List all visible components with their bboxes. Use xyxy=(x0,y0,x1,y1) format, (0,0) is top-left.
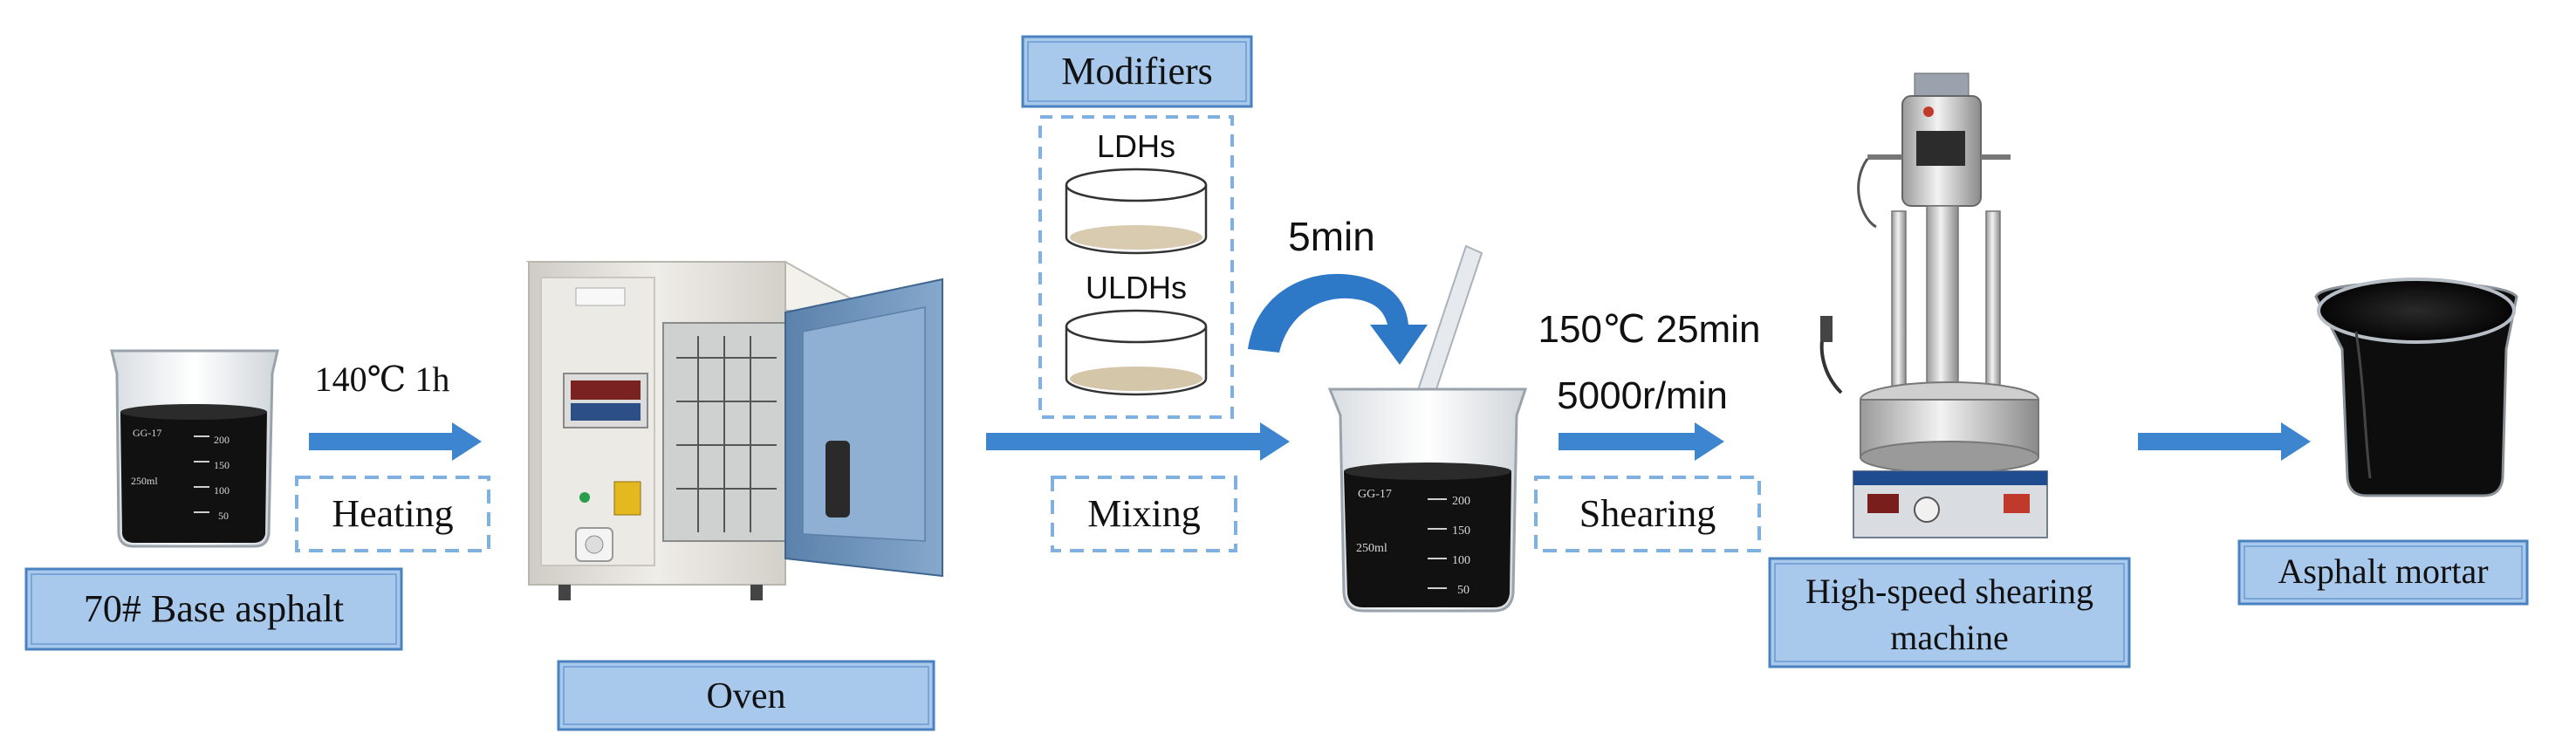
curved-arrow-icon xyxy=(1248,273,1428,365)
shearing-text: Shearing xyxy=(1579,492,1716,535)
mixing-label: Mixing xyxy=(1051,476,1237,552)
beaker-mark: 150 xyxy=(1452,524,1470,538)
shearing-machine-icon xyxy=(1819,72,2048,538)
heating-condition: 140℃ 1h xyxy=(315,360,450,399)
heating-arrow xyxy=(309,422,482,461)
beaker-volume: 250ml xyxy=(1356,542,1387,555)
shearing-machine-label: High-speed shearing machine xyxy=(1768,557,2131,668)
beaker-mark: 50 xyxy=(1457,584,1470,597)
oven-icon xyxy=(525,261,943,600)
modifiers-label: Modifiers xyxy=(1021,35,1253,108)
base-asphalt-label: 70# Base asphalt xyxy=(24,567,403,651)
mixing-text: Mixing xyxy=(1087,492,1201,535)
beaker-mark: 200 xyxy=(214,434,230,446)
modifier-ldhs: LDHs xyxy=(1097,128,1175,164)
beaker-brand: GG-17 xyxy=(1358,488,1392,501)
beaker-icon xyxy=(2314,278,2518,497)
mixing-time: 5min xyxy=(1288,214,1375,259)
beaker-icon: GG-17 250ml 200 150 100 50 xyxy=(1327,387,1528,613)
dish-icon xyxy=(1065,168,1208,255)
modifiers-box xyxy=(1038,115,1234,419)
shearing-machine-text-2: machine xyxy=(1890,618,2009,657)
beaker-mark: 100 xyxy=(214,484,230,497)
shearing-label: Shearing xyxy=(1534,476,1761,552)
shearing-condition-2: 5000r/min xyxy=(1557,374,1728,417)
shearing-arrow xyxy=(1559,422,1724,461)
shearing-machine-text-1: High-speed shearing xyxy=(1805,572,2093,611)
beaker-mark: 50 xyxy=(218,510,229,522)
oven-text: Oven xyxy=(707,676,786,716)
beaker-mark: 200 xyxy=(1452,495,1470,508)
oven-label: Oven xyxy=(557,660,935,731)
beaker-volume: 250ml xyxy=(131,475,158,487)
base-asphalt-text: 70# Base asphalt xyxy=(84,587,344,630)
mixing-arrow xyxy=(986,422,1290,461)
asphalt-mortar-label: Asphalt mortar xyxy=(2237,539,2529,606)
modifier-uldhs: ULDHs xyxy=(1086,270,1187,305)
shearing-condition-1: 150℃ 25min xyxy=(1538,308,1761,351)
beaker-icon: GG-17 250ml 200 150 100 50 xyxy=(110,349,279,548)
heating-text: Heating xyxy=(332,492,453,535)
dish-icon xyxy=(1065,309,1208,396)
beaker-mark: 150 xyxy=(214,459,230,471)
beaker-brand: GG-17 xyxy=(133,427,161,439)
beaker-mark: 100 xyxy=(1452,554,1470,567)
heating-label: Heating xyxy=(295,476,490,552)
modifiers-text: Modifiers xyxy=(1061,50,1213,93)
final-arrow xyxy=(2138,422,2311,461)
asphalt-mortar-text: Asphalt mortar xyxy=(2278,552,2488,591)
